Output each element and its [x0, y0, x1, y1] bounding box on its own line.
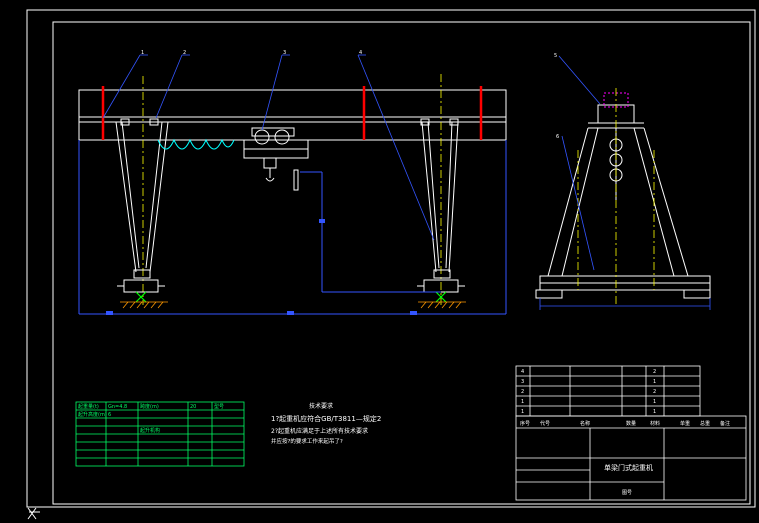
bom-row-no: 2	[521, 389, 524, 395]
spec-cell-0-4: 型号	[214, 403, 224, 410]
bom-header-0: 序号	[520, 420, 530, 427]
bom-header-4: 材料	[650, 420, 660, 427]
cable-festoon	[157, 138, 235, 150]
bom-text: 4 2 3 1 2 2 1 1 1 1	[521, 369, 656, 415]
bom-row-no: 3	[521, 379, 524, 385]
spec-cell-0-3: 20	[190, 404, 196, 410]
side-dimensions	[539, 55, 711, 310]
spec-cell-1-1: 6	[108, 412, 111, 418]
svg-text:5: 5	[554, 53, 557, 59]
callout-labels: 1 2 3 4	[141, 50, 362, 56]
inner-drawing-frame	[52, 21, 751, 505]
electric-hoist	[243, 127, 309, 191]
svg-text:3: 3	[283, 50, 286, 56]
svg-text:2: 2	[183, 50, 186, 56]
tech-line-3: 并应按?的要求工作来起吊了?	[271, 437, 343, 445]
front-view: 1 2 3 4	[78, 50, 507, 315]
drawing-number-label: 图号	[622, 490, 632, 496]
bom-row-no: 1	[521, 409, 524, 415]
tech-line-1: 1?起重机应符合GB/T3811—规定2	[271, 414, 381, 423]
svg-text:6: 6	[556, 134, 559, 140]
girder-stiffeners	[101, 86, 483, 140]
bom-header-5: 单重	[680, 420, 690, 427]
spec-cell-0-2: 跨度(m)	[140, 403, 159, 410]
bom-table	[515, 365, 701, 417]
spec-cell-3-2: 起升机构	[140, 427, 160, 434]
left-leg	[115, 118, 169, 293]
right-leg	[417, 118, 465, 293]
side-frame	[535, 104, 711, 299]
spec-table-text: 起重量(t) Gn=4.8 跨度(m) 20 型号 起升高度(m) 6 起升机构	[78, 403, 224, 434]
drawing-title: 单梁门式起重机	[604, 463, 653, 472]
bom-row-no: 1	[521, 399, 524, 405]
dimension-ticks	[106, 219, 417, 315]
spec-cell-0-1: Gn=4.8	[108, 404, 127, 410]
title-block	[515, 415, 747, 501]
spec-cell-1-0: 起升高度(m)	[78, 411, 107, 418]
tech-line-2: 2?起重机应满足于上述所有技术要求	[271, 427, 368, 435]
outer-sheet-frame	[26, 9, 756, 508]
bom-row-qty: 1	[653, 379, 656, 385]
title-block-header: 序号 代号 名称 数量 材料 单重 总重 备注	[520, 420, 730, 427]
leader-lines	[102, 54, 435, 241]
ground-hatch	[120, 301, 466, 309]
side-view: 5 6	[535, 53, 711, 310]
centerlines	[142, 74, 442, 305]
bom-header-2: 名称	[580, 420, 590, 427]
bom-row-qty: 1	[653, 409, 656, 415]
side-callouts: 5 6	[554, 53, 559, 140]
bom-header-3: 数量	[626, 420, 636, 427]
ucs-icon	[27, 507, 40, 520]
bom-row-qty: 2	[653, 389, 656, 395]
bom-row-no: 4	[521, 369, 524, 375]
wheel-markers	[135, 291, 447, 303]
bom-header-6: 总重	[700, 420, 710, 427]
svg-text:1: 1	[141, 50, 144, 56]
svg-text:4: 4	[359, 50, 362, 56]
bom-row-qty: 2	[653, 369, 656, 375]
spec-cell-0-0: 起重量(t)	[78, 403, 99, 410]
tech-heading: 技术要求	[309, 402, 333, 410]
bom-header-1: 代号	[540, 420, 550, 427]
bom-row-qty: 1	[653, 399, 656, 405]
bom-header-7: 备注	[720, 420, 730, 427]
spec-table	[75, 401, 245, 467]
tech-requirements: 技术要求 1?起重机应符合GB/T3811—规定2 2?起重机应满足于上述所有技…	[271, 402, 381, 445]
side-centerlines	[577, 88, 655, 305]
